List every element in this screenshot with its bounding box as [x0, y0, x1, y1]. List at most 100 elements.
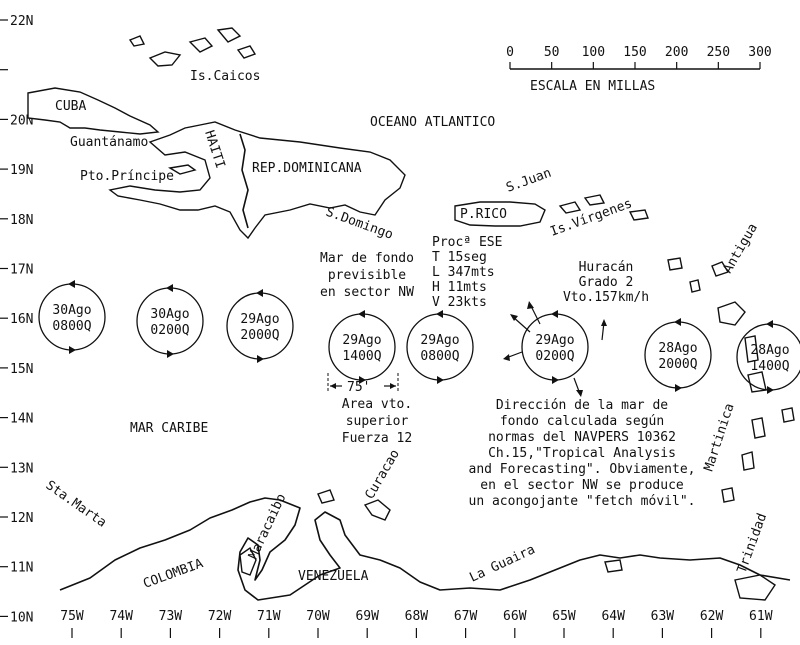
- annotation-line: Mar de fondo: [320, 251, 414, 266]
- gonave-island: [168, 164, 197, 175]
- label-guantanamo: Guantánamo: [70, 135, 148, 150]
- annotation-line: L 347mts: [432, 265, 495, 280]
- haiti-dr-border: [239, 133, 249, 229]
- caicos-islands-5: [128, 35, 146, 47]
- annotation-line: Huracán: [579, 260, 634, 275]
- lat-label: 10N: [10, 610, 33, 625]
- annotation-line: Dirección de la mar de: [496, 398, 668, 413]
- lon-label: 63W: [651, 609, 675, 624]
- circulation-arrow: [766, 320, 773, 328]
- circulation-arrow: [69, 346, 76, 354]
- lon-label: 72W: [208, 609, 232, 624]
- circulation-arrow: [552, 376, 559, 384]
- leeward-island-b: [689, 279, 701, 293]
- virgin-islands: [558, 201, 582, 214]
- lon-label: 66W: [503, 609, 527, 624]
- position-day: 30Ago: [52, 303, 91, 318]
- lon-label: 62W: [700, 609, 724, 624]
- position-day: 30Ago: [150, 307, 189, 322]
- lat-label: 15N: [10, 362, 33, 377]
- circulation-arrow: [767, 386, 774, 394]
- label-rep-dominicana: REP.DOMINICANA: [252, 161, 362, 176]
- lat-label: 19N: [10, 163, 33, 178]
- annotation-line: un acongojante "fetch móvil".: [469, 494, 696, 509]
- wind-width-label: 75': [347, 380, 370, 395]
- position-time: 1400Q: [750, 359, 789, 374]
- puerto-rico-landmass: [454, 201, 546, 227]
- position-time: 2000Q: [658, 357, 697, 372]
- caicos-islands-2: [188, 37, 214, 53]
- annotation-line: V 23kts: [432, 295, 487, 310]
- position-day: 29Ago: [240, 312, 279, 327]
- grenada-island: [721, 487, 735, 503]
- lake-maracaibo: [239, 546, 257, 576]
- circulation-arrow: [675, 384, 682, 392]
- circulation-arrow: [437, 376, 444, 384]
- virgin-islands-2: [583, 194, 606, 206]
- scale-tick-label: 100: [582, 45, 605, 60]
- lon-label: 68W: [405, 609, 429, 624]
- position-day: 29Ago: [420, 333, 459, 348]
- circulation-arrow: [166, 284, 173, 292]
- position-time: 0200Q: [150, 323, 189, 338]
- position-time: 0800Q: [420, 349, 459, 364]
- dominica-island: [744, 335, 759, 363]
- lon-label: 65W: [552, 609, 576, 624]
- label-p-rico: P.RICO: [460, 207, 507, 222]
- caicos-islands: [148, 51, 182, 67]
- scale-tick-label: 150: [623, 45, 646, 60]
- trinidad-island: [734, 574, 776, 601]
- lon-label: 74W: [109, 609, 133, 624]
- annotation-line: H 11mts: [432, 280, 487, 295]
- annotation-line: normas del NAVPERS 10362: [488, 430, 676, 445]
- label-oceano-atlantico: OCEANO ATLANTICO: [370, 115, 495, 130]
- label-s-juan: S.Juan: [504, 166, 553, 196]
- annotation-line: superior: [346, 414, 409, 429]
- annotation-line: Vto.157km/h: [563, 290, 649, 305]
- circulation-arrow: [551, 310, 558, 318]
- lat-label: 13N: [10, 461, 33, 476]
- label-antigua: Antigua: [720, 221, 760, 276]
- south-america-coast: [59, 497, 791, 601]
- annotation-line: Ch.15,"Tropical Analysis: [488, 446, 676, 461]
- lon-label: 64W: [601, 609, 625, 624]
- annotation-line: and Forecasting". Obviamente,: [469, 462, 696, 477]
- annotation-line: Area vto.: [342, 397, 412, 412]
- curacao-island: [363, 499, 391, 521]
- label-cuba: CUBA: [55, 99, 86, 114]
- label-trinidad: Trinidad: [735, 511, 771, 575]
- label-venezuela: VENEZUELA: [298, 569, 369, 584]
- guadeloupe-island: [717, 301, 746, 326]
- position-day: 28Ago: [750, 343, 789, 358]
- annotation-line: fondo calculada según: [500, 414, 664, 429]
- label-pto-principe: Pto.Príncipe: [80, 169, 174, 184]
- scale-tick-label: 300: [748, 45, 771, 60]
- annotation-line: T 15seg: [432, 250, 487, 265]
- lon-label: 73W: [159, 609, 183, 624]
- scale-tick-label: 250: [707, 45, 730, 60]
- scale-tick-label: 0: [506, 45, 514, 60]
- caicos-islands-3: [216, 27, 242, 43]
- lat-label: 18N: [10, 213, 33, 228]
- position-day: 29Ago: [342, 333, 381, 348]
- leeward-island-a: [667, 257, 683, 271]
- cuba-landmass: [27, 87, 160, 135]
- label-sta-marta: Sta.Marta: [43, 478, 109, 531]
- annotation-line: Grado 2: [579, 275, 634, 290]
- st-lucia-island: [751, 417, 766, 439]
- position-time: 0200Q: [535, 349, 574, 364]
- label-caicos: Is.Caicos: [190, 69, 260, 84]
